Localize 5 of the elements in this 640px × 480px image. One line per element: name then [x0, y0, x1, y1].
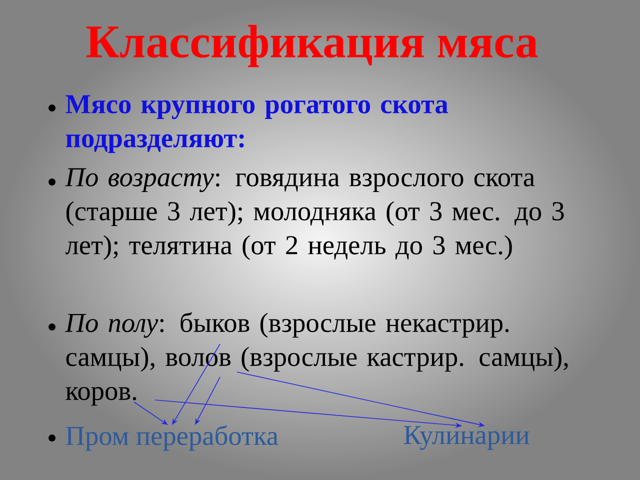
- category-text: Пром переработка: [66, 425, 278, 451]
- category-text: Кулинарии: [404, 426, 530, 450]
- bullet-text: Мясо крупного рогатого скота подразделяют:: [66, 95, 448, 153]
- bullet-text: По возрасту: говядина взрослого скота (старше 3 лет); молодняка (от 3 мес. до 3 лет); телятина (от 2 недель до 3 мес.): [65, 168, 564, 260]
- title: Классификация мяса: [86, 24, 538, 68]
